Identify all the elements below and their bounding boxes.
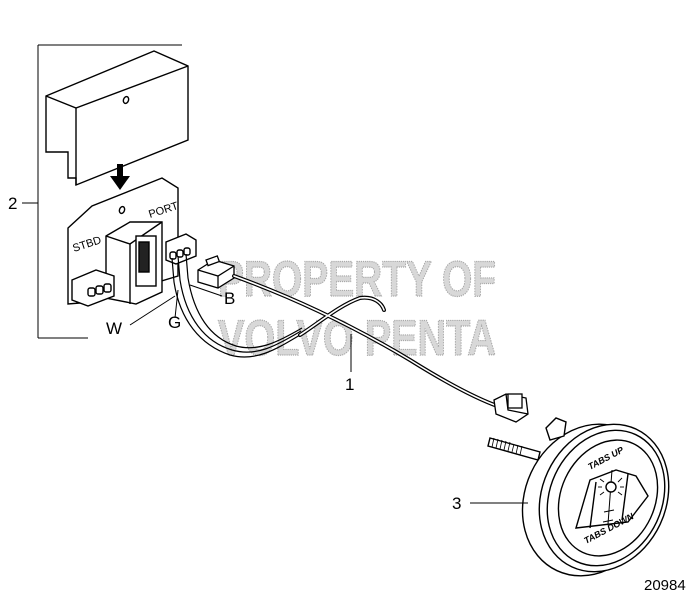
callout-1: 1 <box>345 375 355 394</box>
figure-number: 20984 <box>644 577 686 594</box>
wire-label-b: B <box>224 289 236 308</box>
watermark: PROPERTY OF VOLVO PENTA <box>217 250 496 366</box>
wire-bundle <box>171 253 303 358</box>
watermark-line1: PROPERTY OF <box>218 251 496 307</box>
module-cover <box>45 50 189 187</box>
module-base <box>67 177 197 307</box>
callout-2: 2 <box>8 194 18 213</box>
leader-lines <box>129 284 528 504</box>
module-connector <box>197 255 235 289</box>
down-arrow-icon <box>110 164 130 190</box>
gauge <box>487 417 670 577</box>
callout-3: 3 <box>452 494 462 513</box>
wire-label-g: G <box>168 313 182 332</box>
gauge-connector <box>493 393 529 423</box>
wire-label-w: W <box>106 319 123 338</box>
callout-2-bracket <box>22 44 182 339</box>
watermark-line2: VOLVO PENTA <box>218 310 496 366</box>
